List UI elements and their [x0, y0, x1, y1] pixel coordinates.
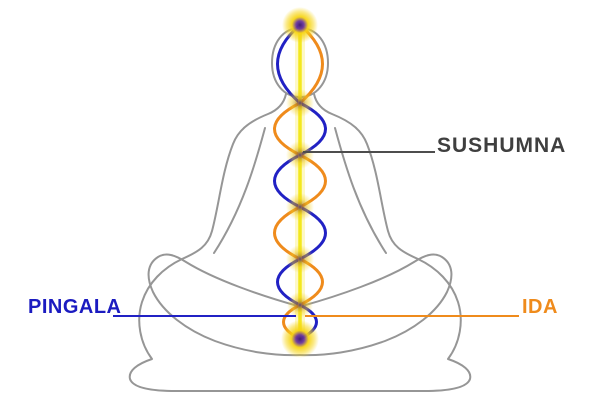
- figure-right-arm-inner: [334, 127, 387, 254]
- chakra-node-glow: [286, 141, 314, 169]
- chakra-node-glow: [287, 292, 313, 318]
- chakra-node-glow: [286, 193, 314, 221]
- figure-left-arm-inner: [213, 127, 266, 254]
- chakra-node-glow: [286, 89, 314, 117]
- figure-body: [128, 93, 472, 392]
- ida-pointer-line: [305, 315, 519, 317]
- figure-outline: [128, 27, 472, 392]
- pingala-pointer-line: [113, 315, 296, 317]
- ida-label: IDA: [522, 296, 558, 318]
- sushumna-label: SUSHUMNA: [437, 134, 567, 157]
- root-chakra-glow: [281, 320, 319, 358]
- chakra-nodes: [281, 7, 319, 358]
- sushumna-pointer-line: [303, 151, 435, 153]
- figure-right-leg: [299, 253, 453, 357]
- figure-left-leg: [147, 253, 301, 357]
- pingala-label: PINGALA: [28, 296, 122, 318]
- crown-chakra-glow: [282, 7, 318, 43]
- chakra-node-glow: [286, 245, 314, 273]
